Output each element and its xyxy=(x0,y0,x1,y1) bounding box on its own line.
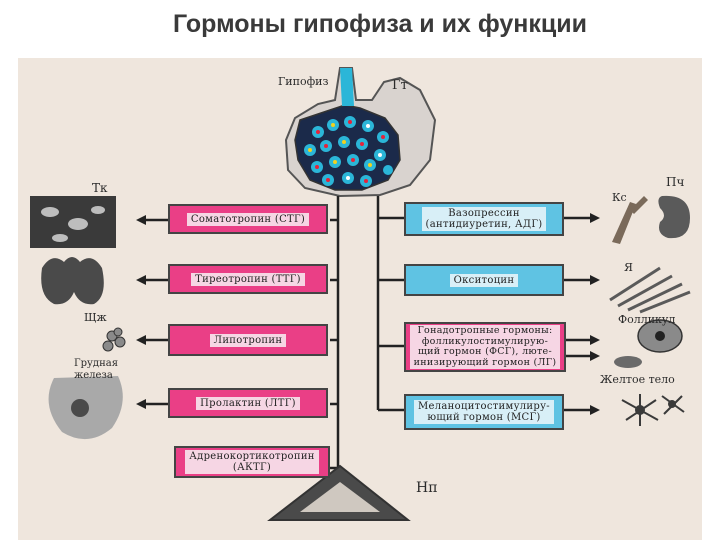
label-ks: Кс xyxy=(612,191,627,204)
mammary-gland-icon xyxy=(48,376,123,440)
page-title: Гормоны гипофиза и их функции xyxy=(172,10,587,38)
label-hypophysis: Гипофиз xyxy=(278,75,329,88)
hormone-label: Тиреотропин (ТТГ) xyxy=(191,272,305,286)
hormone-box-gonadotropins: Гонадотропные гормоны: фолликулостимулир… xyxy=(404,322,566,372)
follicle-icon xyxy=(637,319,683,353)
hormone-label: Окситоцин xyxy=(449,273,519,287)
hormone-box-oxytocin: Окситоцин xyxy=(404,264,564,296)
smooth-muscle-icon xyxy=(609,266,691,314)
label-tk: Тк xyxy=(92,181,108,195)
hormone-box-ltg: Пролактин (ЛТГ) xyxy=(168,388,328,418)
hormone-box-adg: Вазопрессин (антидиуретин, АДГ) xyxy=(404,202,564,236)
vessel-icon xyxy=(612,196,648,244)
label-pch: Пч xyxy=(666,175,685,189)
hormone-label: Вазопрессин (антидиуретин, АДГ) xyxy=(421,207,547,231)
hormone-label: Липотропин xyxy=(209,333,287,347)
fat-cells-icon xyxy=(102,327,126,352)
hormone-label: Меланоцитостимулиру- ющий гормон (МСГ) xyxy=(414,400,554,424)
label-shchzh: Щж xyxy=(84,311,107,324)
hormone-box-ttg: Тиреотропин (ТТГ) xyxy=(168,264,328,294)
label-corpus-luteum: Желтое тело xyxy=(600,373,675,386)
bone-tissue-icon xyxy=(30,196,116,248)
hormone-label: Пролактин (ЛТГ) xyxy=(196,396,300,410)
label-ya: Я xyxy=(624,261,633,274)
hormone-box-lipotropin: Липотропин xyxy=(168,324,328,356)
hormone-box-stg: Соматотропин (СТГ) xyxy=(168,204,328,234)
label-gt: Гт xyxy=(392,78,408,93)
label-np: Нп xyxy=(416,480,438,496)
melanocytes-icon xyxy=(621,394,685,426)
label-follicle: Фолликул xyxy=(618,313,676,326)
posterior-lobe-icon xyxy=(267,464,411,521)
label-breast: Грудная железа xyxy=(74,358,118,381)
arrow-heads xyxy=(136,213,600,500)
hormone-box-aktg: Адренокортикотропин (АКТГ) xyxy=(174,446,330,478)
hormone-box-msg: Меланоцитостимулиру- ющий гормон (МСГ) xyxy=(404,394,564,430)
corpus-luteum-icon xyxy=(614,356,642,368)
thyroid-icon xyxy=(41,257,104,305)
hormone-label: Соматотропин (СТГ) xyxy=(186,212,310,226)
hormone-label: Адренокортикотропин (АКТГ) xyxy=(185,450,319,474)
hormone-label: Гонадотропные гормоны: фолликулостимулир… xyxy=(409,325,561,369)
kidney-icon xyxy=(658,195,690,239)
gland-granules xyxy=(308,120,385,183)
